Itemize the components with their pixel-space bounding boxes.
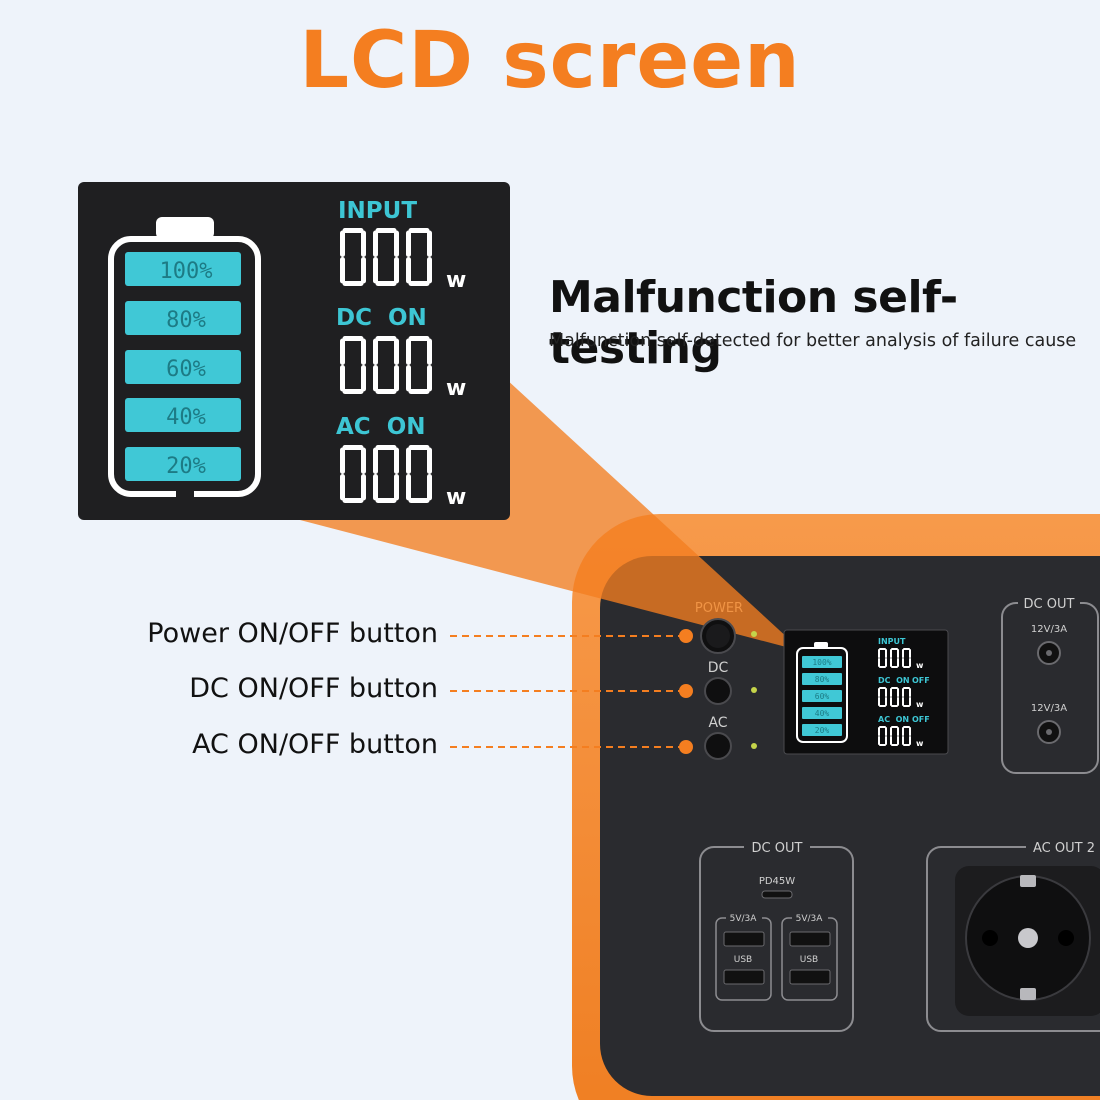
ac-out-group: AC OUT 2 bbox=[926, 838, 1100, 1032]
readout-digits bbox=[340, 336, 432, 394]
mini-battery-label: 20% bbox=[815, 726, 830, 735]
callout-power-button: Power ON/OFF button bbox=[147, 618, 438, 649]
mini-battery-label: 60% bbox=[815, 692, 830, 701]
battery-level-label: 20% bbox=[166, 454, 206, 479]
mini-readout-digits bbox=[878, 726, 911, 746]
headline: LCD screen bbox=[299, 16, 801, 106]
usb-port[interactable] bbox=[723, 969, 765, 985]
lcd-display-small: 100% 80% 60% 40% 20% INPUT DC ON OFF AC … bbox=[783, 629, 949, 755]
battery-segment bbox=[125, 350, 241, 384]
feature-title: Malfunction self-testing bbox=[549, 272, 958, 374]
pd-label: PD45W bbox=[759, 876, 795, 887]
usb-rating: 5V/3A bbox=[796, 914, 824, 924]
dc-out-top-label: DC OUT bbox=[1024, 597, 1075, 612]
battery-level-label: 100% bbox=[160, 259, 213, 284]
mini-battery-label: 40% bbox=[815, 709, 830, 718]
readout-digits bbox=[340, 445, 432, 503]
dc-out-bottom-label: DC OUT bbox=[752, 841, 803, 856]
callout-ac-button: AC ON/OFF button bbox=[192, 729, 438, 760]
battery-level-label: 80% bbox=[166, 308, 206, 333]
usb-port[interactable] bbox=[789, 969, 831, 985]
marker-dot bbox=[679, 684, 693, 698]
readout-label: DC ON bbox=[336, 305, 427, 331]
lcd-digit bbox=[406, 336, 432, 394]
lcd-digit bbox=[890, 687, 899, 707]
mini-readout-label: DC ON bbox=[878, 676, 910, 685]
callout-dc-button: DC ON/OFF button bbox=[189, 673, 438, 704]
lcd-digit bbox=[373, 336, 399, 394]
indicator-led bbox=[751, 687, 757, 693]
readout-label: AC ON bbox=[336, 414, 426, 440]
usb-c-port[interactable] bbox=[761, 890, 793, 899]
readout-unit: w bbox=[446, 485, 466, 510]
mini-readout-label: INPUT bbox=[878, 637, 906, 646]
lcd-digit bbox=[890, 648, 899, 668]
lcd-digit bbox=[340, 445, 366, 503]
feature-subtitle: Malfunction self-detected for better ana… bbox=[549, 331, 1077, 351]
lcd-digit bbox=[902, 726, 911, 746]
input-readout: INPUT w bbox=[338, 198, 466, 293]
lcd-digit bbox=[902, 687, 911, 707]
lcd-digit bbox=[878, 687, 887, 707]
lcd-digit bbox=[406, 228, 432, 286]
dc-out-bottom-group: DC OUT PD45W 5V/3A USB 5V/3A USB bbox=[699, 838, 854, 1032]
mini-readout-unit: w bbox=[916, 739, 924, 748]
dc-readout: DC ON w bbox=[336, 305, 466, 401]
battery-segment bbox=[125, 398, 241, 432]
lcd-digit bbox=[878, 648, 887, 668]
battery-segment bbox=[125, 301, 241, 335]
indicator-led bbox=[751, 631, 757, 637]
dc-toggle-button[interactable] bbox=[704, 677, 732, 705]
usb-label: USB bbox=[800, 955, 818, 965]
marker-dot bbox=[679, 629, 693, 643]
marker-dot bbox=[679, 740, 693, 754]
mini-readout-unit: w bbox=[916, 700, 924, 709]
battery-level-segments: 100% 80% 60% 40% 20% bbox=[125, 252, 241, 481]
ac-out-label: AC OUT 2 bbox=[1033, 841, 1095, 856]
mini-readout-label: AC ON bbox=[878, 715, 909, 724]
lcd-digit bbox=[878, 726, 887, 746]
battery-level-label: 40% bbox=[166, 405, 206, 430]
readout-unit: w bbox=[446, 268, 466, 293]
ac-label: AC bbox=[708, 715, 727, 731]
battery-segment bbox=[125, 447, 241, 481]
dc-label: DC bbox=[708, 660, 729, 676]
usb-label: USB bbox=[734, 955, 752, 965]
usb-port[interactable] bbox=[723, 931, 765, 947]
mini-readout-suffix: OFF bbox=[912, 715, 930, 724]
readout-unit: w bbox=[446, 376, 466, 401]
mini-battery-label: 80% bbox=[815, 675, 830, 684]
lcd-digit bbox=[902, 648, 911, 668]
mini-readout-digits bbox=[878, 687, 911, 707]
lcd-digit bbox=[890, 726, 899, 746]
lcd-digit bbox=[406, 445, 432, 503]
usb-rating: 5V/3A bbox=[730, 914, 758, 924]
mini-readout-unit: w bbox=[916, 661, 924, 670]
power-button[interactable] bbox=[700, 618, 736, 654]
power-label: POWER bbox=[695, 601, 743, 616]
ac-toggle-button[interactable] bbox=[704, 732, 732, 760]
battery-level-label: 60% bbox=[166, 357, 206, 382]
ac-readout: AC ON w bbox=[336, 414, 466, 510]
dc-port-rating: 12V/3A bbox=[1031, 703, 1067, 714]
readout-digits bbox=[340, 228, 432, 286]
mini-readout-digits bbox=[878, 648, 911, 668]
readout-label: INPUT bbox=[338, 198, 417, 224]
battery-segment bbox=[125, 252, 241, 286]
lcd-digit bbox=[340, 336, 366, 394]
usb-port[interactable] bbox=[789, 931, 831, 947]
lcd-digit bbox=[340, 228, 366, 286]
lcd-digit bbox=[373, 228, 399, 286]
lcd-display-zoomed: 100% 80% 60% 40% 20% INPUT w DC ON w AC … bbox=[78, 182, 510, 520]
lcd-digit bbox=[373, 445, 399, 503]
mini-readout-suffix: OFF bbox=[912, 676, 930, 685]
indicator-led bbox=[751, 743, 757, 749]
battery-icon bbox=[156, 217, 214, 239]
dc-out-top-group: DC OUT 12V/3A 12V/3A bbox=[1001, 594, 1099, 774]
dc-port-rating: 12V/3A bbox=[1031, 624, 1067, 635]
mini-battery-label: 100% bbox=[812, 658, 831, 667]
